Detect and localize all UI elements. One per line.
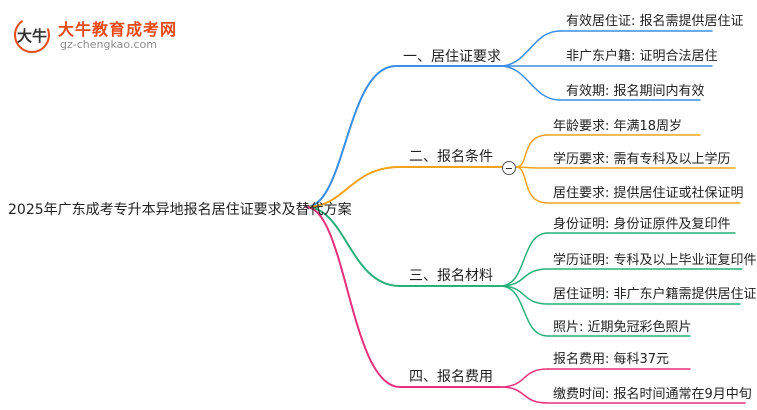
branch-to-leaf-line [515, 134, 549, 168]
leaf-id-proof[interactable]: 身份证明: 身份证原件及复印件 [553, 217, 731, 232]
leaf-photo[interactable]: 照片: 近期免冠彩色照片 [553, 320, 692, 335]
leaf-non-guangdong[interactable]: 非广东户籍: 证明合法居住 [566, 49, 718, 64]
logo-url: gz-chengkao.com [60, 38, 157, 51]
branch-conditions[interactable]: 二、报名条件 [409, 149, 493, 165]
branch-to-leaf-line [499, 232, 549, 287]
branch-fees[interactable]: 四、报名费用 [409, 369, 493, 385]
branch-to-leaf-line [499, 30, 561, 67]
root-to-branch-line [305, 166, 401, 208]
site-logo[interactable]: 大牛 大牛教育成考网 gz-chengkao.com [8, 10, 178, 56]
branch-materials[interactable]: 三、报名材料 [409, 268, 493, 284]
leaf-diploma-proof[interactable]: 学历证明: 专科及以上毕业证复印件 [553, 253, 757, 268]
leaf-fee-amount[interactable]: 报名费用: 每科37元 [553, 352, 670, 367]
branch-to-leaf-line [499, 65, 561, 101]
logo-title: 大牛教育成考网 [58, 20, 178, 39]
logo-mark-icon: 大牛 [14, 17, 50, 53]
root-to-branch-line [305, 65, 397, 208]
root-to-branch-line [305, 206, 401, 287]
leaf-payment-time[interactable]: 缴费时间: 报名时间通常在9月中旬 [553, 387, 752, 402]
leaf-validity-period[interactable]: 有效期: 报名期间内有效 [566, 84, 705, 99]
branch-to-leaf-line [499, 268, 549, 287]
leaf-valid-permit[interactable]: 有效居住证: 报名需提供居住证 [566, 14, 744, 29]
root-topic[interactable]: 2025年广东成考专升本异地报名居住证要求及替代方案 [8, 202, 352, 218]
root-to-branch-line [305, 206, 401, 388]
leaf-age[interactable]: 年龄要求: 年满18周岁 [553, 119, 683, 134]
collapse-toggle-icon[interactable] [502, 161, 516, 175]
branch-to-leaf-line [499, 368, 549, 388]
leaf-education[interactable]: 学历要求: 需有专科及以上学历 [553, 152, 731, 167]
branch-to-leaf-line [499, 285, 549, 305]
branch-to-leaf-line [515, 166, 549, 204]
leaf-residence-proof[interactable]: 居住证明: 非广东户籍需提供居住证 [553, 287, 757, 302]
branch-to-leaf-line [515, 166, 549, 169]
branch-to-leaf-line [499, 386, 549, 404]
branch-to-leaf-line [499, 285, 549, 337]
svg-text:大牛: 大牛 [17, 27, 47, 45]
leaf-residence[interactable]: 居住要求: 提供居住证或社保证明 [553, 186, 744, 201]
branch-residence-permit[interactable]: 一、居住证要求 [403, 49, 501, 65]
